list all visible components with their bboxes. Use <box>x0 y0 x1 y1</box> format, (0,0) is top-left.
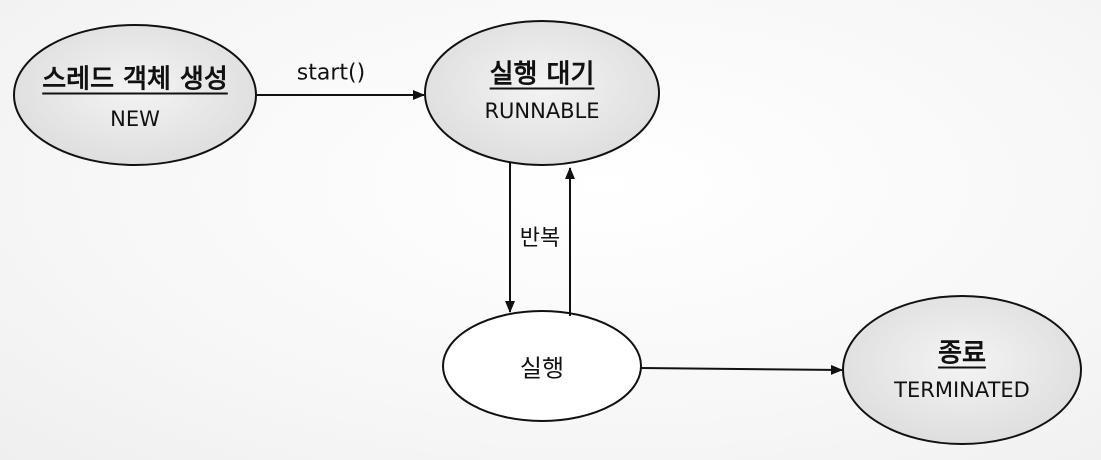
node-new-state: NEW <box>110 107 160 131</box>
node-terminated <box>842 295 1082 445</box>
node-runnable <box>424 20 660 166</box>
node-terminated-state: TERMINATED <box>894 378 1030 402</box>
node-running-title: 실행 <box>519 354 565 383</box>
node-runnable-state: RUNNABLE <box>484 99 600 123</box>
node-terminated-title: 종료 <box>938 338 986 369</box>
node-runnable-title: 실행 대기 <box>489 59 595 90</box>
edge-repeat-label: 반복 <box>519 226 561 251</box>
node-new-title: 스레드 객체 생성 <box>42 64 228 95</box>
node-running <box>442 310 642 422</box>
edge-running-to-terminated <box>640 364 843 375</box>
edge-start-label: start() <box>296 60 366 86</box>
